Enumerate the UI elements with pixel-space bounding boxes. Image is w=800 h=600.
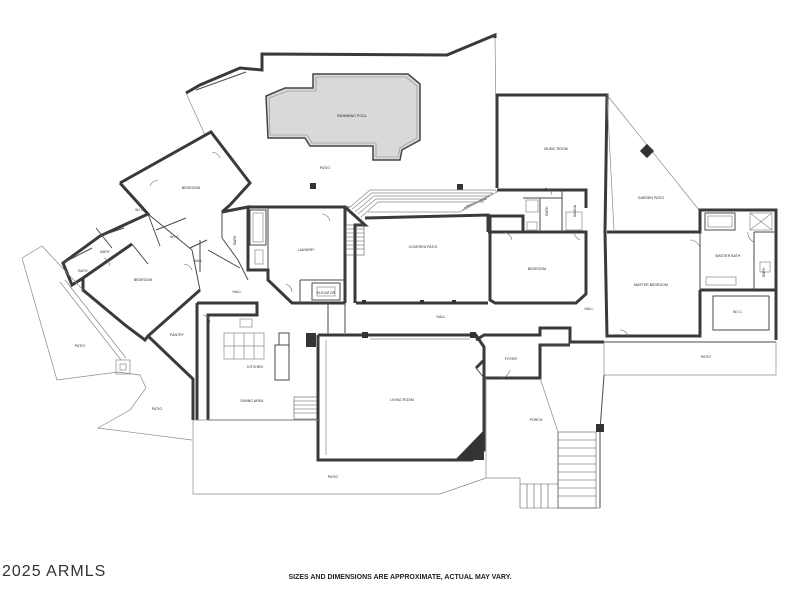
center-bedroom <box>488 93 609 305</box>
label-bath-lower: BATH <box>78 269 88 273</box>
label-foyer: FOYER <box>505 357 518 361</box>
label-bedroom-nw: BEDROOM <box>182 186 200 190</box>
label-music-room: MUSIC ROOM <box>544 147 567 151</box>
label-swimming-pool: SWIMMING POOL <box>337 114 367 118</box>
label-bedroom-center: BEDROOM <box>528 267 546 271</box>
label-bath-north: BATH <box>545 206 549 216</box>
covered-patio <box>343 189 498 305</box>
label-wic-mid: W.I.C. <box>170 235 180 239</box>
label-sauna: SAUNA <box>573 204 577 217</box>
west-wing <box>61 130 252 343</box>
label-dining-area: DINING AREA <box>241 399 265 403</box>
label-master-bath: MASTER BATH <box>716 254 741 258</box>
label-patio-bottom: PATIO <box>328 475 338 479</box>
covered-patio-stairs <box>345 224 365 256</box>
label-living-room: LIVING ROOM <box>390 398 414 402</box>
label-patio-east: PATIO <box>701 355 711 359</box>
disclaimer-text: SIZES AND DIMENSIONS ARE APPROXIMATE, AC… <box>288 574 512 581</box>
label-master-bedroom: MASTER BEDROOM <box>634 283 668 287</box>
label-patio-w: PATIO <box>75 344 85 348</box>
label-pantry: PANTRY <box>170 333 185 337</box>
label-bath-upper: BATH <box>100 250 110 254</box>
master-suite <box>603 94 778 340</box>
label-laundry: LAUNDRY <box>298 248 315 252</box>
foyer-porch <box>192 326 777 509</box>
label-garden-patio: GARDEN PATIO <box>638 196 665 200</box>
label-bedroom-w: BEDROOM <box>134 278 152 282</box>
west-patio <box>21 245 193 441</box>
label-elevator: ELEVATOR <box>317 291 336 295</box>
label-wic-nw: W.I.C. <box>135 208 145 212</box>
label-hall-south: HALL <box>437 315 446 319</box>
label-porch: PORCH <box>530 418 543 422</box>
porch-stairs <box>519 431 600 509</box>
label-patio-sw: PATIO <box>152 407 162 411</box>
label-patio-top: PATIO <box>320 166 330 170</box>
center-north <box>221 205 347 305</box>
label-covered-patio: COVERED PATIO <box>409 245 438 249</box>
label-bath-far-east: BATH <box>762 267 766 277</box>
label-bath-center: BATH <box>233 235 237 245</box>
room-labels: SWIMMING POOL PATIO MUSIC ROOM SAUNA GAR… <box>75 114 766 479</box>
swimming-pool <box>265 73 421 161</box>
label-hall-east: HALL <box>585 307 594 311</box>
label-wic-master: W.I.C. <box>733 310 743 314</box>
kitchen-stairs <box>293 396 319 420</box>
kitchen-dining <box>146 301 320 421</box>
label-hall-mid: HALL <box>233 290 242 294</box>
living-room <box>316 303 486 462</box>
copyright-text: 2025 ARMLS <box>2 563 107 580</box>
label-kitchen: KITCHEN <box>247 365 263 369</box>
label-hall-w: HALL <box>194 259 203 263</box>
